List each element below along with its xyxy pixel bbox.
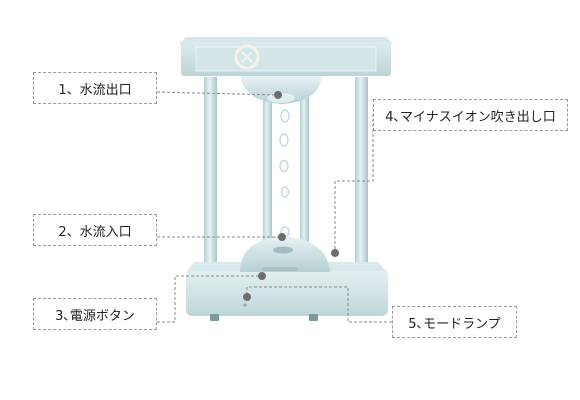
front-post-right bbox=[355, 77, 368, 281]
label-mode-lamp: 5､モードランプ bbox=[392, 306, 517, 338]
water-inlet-dome bbox=[240, 236, 330, 272]
back-post-left bbox=[263, 72, 272, 258]
label-water-inlet: 2、水流入口 bbox=[33, 214, 157, 246]
water-outlet-nozzle bbox=[240, 76, 322, 104]
callout-dots bbox=[243, 91, 339, 301]
label-power-button: 3､電源ボタン bbox=[33, 298, 157, 330]
callout-lines bbox=[156, 91, 392, 323]
label-water-outlet: 1、水流出口 bbox=[33, 72, 157, 104]
callout-dot-water-outlet bbox=[274, 91, 282, 99]
label-ion-outlet: 4､マイナスイオン吹き出し口 bbox=[373, 99, 568, 131]
back-post-right bbox=[300, 72, 309, 258]
callout-dot-power-button bbox=[258, 272, 266, 280]
top-cap bbox=[179, 37, 393, 76]
callout-dot-ion-outlet bbox=[331, 249, 339, 257]
front-post-left bbox=[204, 77, 217, 281]
water-drops bbox=[279, 109, 290, 238]
callout-dot-mode-lamp bbox=[243, 293, 251, 301]
logo-icon bbox=[234, 44, 260, 70]
callout-dot-water-inlet bbox=[278, 233, 286, 241]
